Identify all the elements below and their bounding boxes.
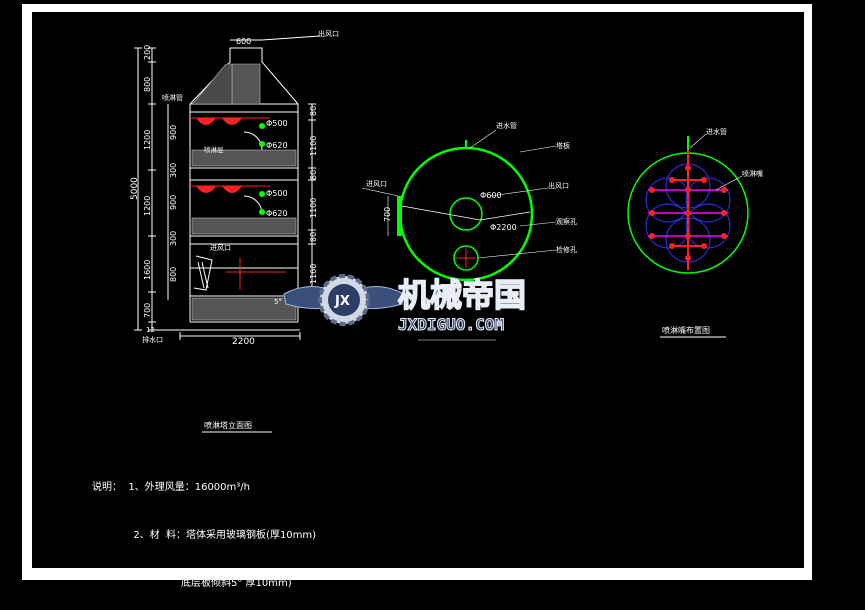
plan-labels: 进水管 塔板 进风口 出风口 观察孔 检修孔 700 Φ600 Φ2200	[366, 121, 577, 254]
packing-label: 喷淋层	[204, 145, 224, 154]
layout-nozzle: 喷淋嘴	[742, 169, 763, 178]
dim-inner-4: 800	[169, 267, 178, 282]
dim-left-5: 700	[143, 303, 152, 318]
angle-label: 5°	[274, 298, 282, 306]
watermark-cn: 机械帝国	[398, 276, 526, 314]
nozzle-layout	[627, 133, 749, 274]
dim-left-3: 1200	[143, 196, 152, 216]
plan-shell: 塔板	[556, 141, 570, 150]
top-width-dim: 600	[236, 37, 251, 46]
dim-right-2: 80	[309, 170, 318, 180]
watermark-badge: JX	[334, 294, 350, 309]
watermark: JX 机械帝国 JXDIGUO.COM	[283, 274, 527, 335]
spray-label: 喷淋管	[162, 93, 183, 102]
plan-inlet-dim: 700	[383, 207, 392, 222]
dim-left-2: 1200	[143, 130, 152, 150]
dim-inner-3: 300	[169, 231, 178, 246]
pipe-dim-1a: Φ500	[266, 119, 288, 128]
dim-right-0: 80	[309, 106, 318, 116]
nozzle-dots	[649, 165, 727, 261]
layout-labels: 进水管 喷淋嘴 喷淋嘴布置图	[660, 127, 763, 338]
dim-right-1: 1100	[309, 136, 318, 156]
dim-right-4: 80	[309, 232, 318, 242]
outlet-label: 出风口	[318, 29, 339, 38]
note-line-3: 底层板倾斜5° 厚10mm)	[92, 578, 292, 589]
packing-hatch	[191, 63, 297, 321]
plan-air-outlet: 出风口	[548, 181, 569, 190]
dim-inner-2: 900	[169, 195, 178, 210]
dim-left-4: 1600	[143, 260, 152, 280]
plan-air-inlet: 进风口	[366, 180, 387, 188]
pipe-dim-2a: Φ500	[266, 189, 288, 198]
watermark-en: JXDIGUO.COM	[398, 315, 504, 334]
plan-hole1: 观察孔	[556, 217, 577, 226]
spray-nozzles	[190, 117, 286, 290]
plan-hole2: 检修孔	[556, 245, 577, 254]
layout-water-inlet: 进水管	[706, 127, 727, 136]
dim-right-3: 1100	[309, 198, 318, 218]
note-line-2: 2、材 料：塔体采用玻璃钢板(厚10mm)	[92, 530, 317, 541]
notes: 说明： 1、外理风量：16000m³/h 2、材 料：塔体采用玻璃钢板(厚10m…	[92, 448, 316, 608]
dim-left-6: 12	[146, 326, 155, 334]
pipe-dim-2b: Φ620	[266, 209, 288, 218]
tower-plan	[361, 129, 557, 341]
dim-inner-1: 300	[169, 163, 178, 178]
drawing-sheet	[32, 12, 804, 568]
elevation-caption: 喷淋塔立面图	[204, 420, 252, 430]
note-line-1: 说明： 1、外理风量：16000m³/h	[92, 482, 250, 493]
plan-d1: Φ600	[480, 191, 502, 200]
pipe-dim-1b: Φ620	[266, 141, 288, 150]
inlet-label: 进风口	[210, 244, 231, 252]
dim-inner-0: 900	[169, 125, 178, 140]
dim-left-0: 200	[143, 45, 152, 60]
plan-d2: Φ2200	[490, 223, 517, 232]
dim-left-1: 800	[143, 77, 152, 92]
drain-label: 排水口	[142, 335, 163, 344]
layout-caption: 喷淋嘴布置图	[662, 325, 710, 335]
dim-right-5: 1160	[309, 264, 318, 284]
plan-water-inlet: 进水管	[496, 121, 517, 130]
base-width-dim: 2200	[232, 337, 255, 347]
elevation-labels: 600 出风口 喷淋管 喷淋层 进风口 排水口 2200 5° 5000 200…	[130, 29, 339, 433]
total-height-dim: 5000	[130, 177, 140, 200]
